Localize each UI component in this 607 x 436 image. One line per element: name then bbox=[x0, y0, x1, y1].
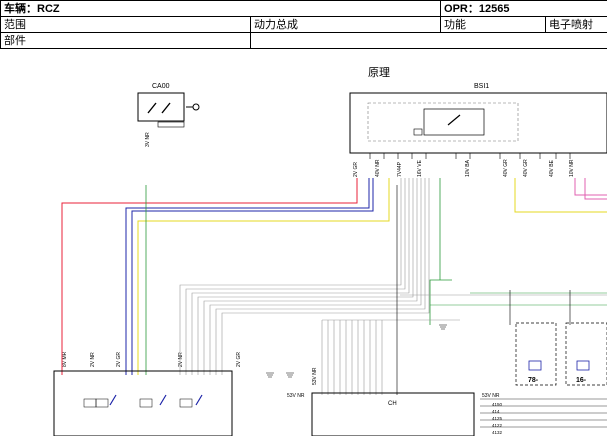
component-bsi1-box bbox=[349, 92, 607, 154]
wire-red bbox=[61, 178, 358, 375]
part-value bbox=[249, 32, 607, 49]
svg-text:2V GR: 2V GR bbox=[116, 352, 122, 367]
component-ch-label: CH bbox=[388, 401, 397, 407]
svg-text:40V BE: 40V BE bbox=[549, 159, 555, 177]
wire-pink bbox=[574, 178, 607, 196]
key-icon bbox=[192, 103, 200, 111]
svg-text:7V44P: 7V44P bbox=[397, 161, 403, 177]
wire-blue bbox=[125, 178, 370, 375]
wiring-diagram: CA00 BSI1 3V NR 2V GR 40V NR 7V44P 16V V… bbox=[53, 83, 607, 436]
ref-box-16 bbox=[565, 322, 607, 386]
wire-green bbox=[429, 178, 452, 325]
svg-text:4150: 4150 bbox=[492, 402, 503, 407]
svg-text:2V GR: 2V GR bbox=[236, 352, 242, 367]
wire-yellow bbox=[137, 178, 390, 375]
ref-16: 16- bbox=[576, 377, 587, 384]
component-ch-box bbox=[311, 392, 475, 436]
svg-text:40V NR: 40V NR bbox=[375, 159, 381, 177]
header-table: 车辆：RCZ OPR：12565 范围 动力总成 功能 电子喷射 部件 bbox=[0, 0, 607, 62]
esp-icon bbox=[528, 360, 542, 371]
svg-text:414: 414 bbox=[492, 409, 500, 414]
vehicle-label: 车辆：RCZ bbox=[0, 0, 442, 17]
svg-text:4132: 4132 bbox=[492, 430, 503, 435]
diagram-title: 原理 bbox=[368, 67, 390, 79]
wire-grey-bundle bbox=[179, 178, 607, 395]
ref-box-78 bbox=[515, 322, 557, 386]
svg-text:53V NR: 53V NR bbox=[312, 367, 318, 385]
svg-text:16V VE: 16V VE bbox=[417, 159, 423, 177]
function-label: 功能 bbox=[440, 16, 547, 33]
svg-text:10V BA: 10V BA bbox=[465, 159, 471, 177]
svg-text:53V NR: 53V NR bbox=[482, 393, 500, 399]
svg-text:4125: 4125 bbox=[492, 416, 503, 421]
svg-text:10V NR: 10V NR bbox=[569, 159, 575, 177]
module-icon bbox=[576, 360, 590, 371]
opr-label: OPR：12565 bbox=[440, 0, 607, 17]
ca00-switch-icon bbox=[147, 102, 171, 114]
component-ca00-label: CA00 bbox=[152, 83, 170, 90]
svg-text:2V NR: 2V NR bbox=[90, 352, 96, 367]
svg-text:4122: 4122 bbox=[492, 423, 503, 428]
component-bsi1-label: BSI1 bbox=[474, 83, 489, 90]
range-label: 范围 bbox=[0, 16, 251, 33]
part-label: 部件 bbox=[0, 32, 251, 49]
svg-text:40V GR: 40V GR bbox=[503, 159, 509, 177]
svg-text:2V NR: 2V NR bbox=[178, 352, 184, 367]
svg-text:2V GR: 2V GR bbox=[353, 162, 359, 177]
component-ca00-box bbox=[137, 92, 185, 122]
range-value: 动力总成 bbox=[249, 16, 442, 33]
svg-text:3V NR: 3V NR bbox=[145, 132, 151, 147]
svg-text:8V MR: 8V MR bbox=[62, 351, 68, 367]
left-module-box bbox=[53, 370, 233, 436]
ref-78: 78- bbox=[528, 377, 539, 384]
ground-icon bbox=[266, 324, 447, 378]
function-value: 电子喷射 bbox=[545, 16, 607, 33]
svg-text:53V NR: 53V NR bbox=[287, 393, 305, 399]
svg-text:40V GR: 40V GR bbox=[523, 159, 529, 177]
